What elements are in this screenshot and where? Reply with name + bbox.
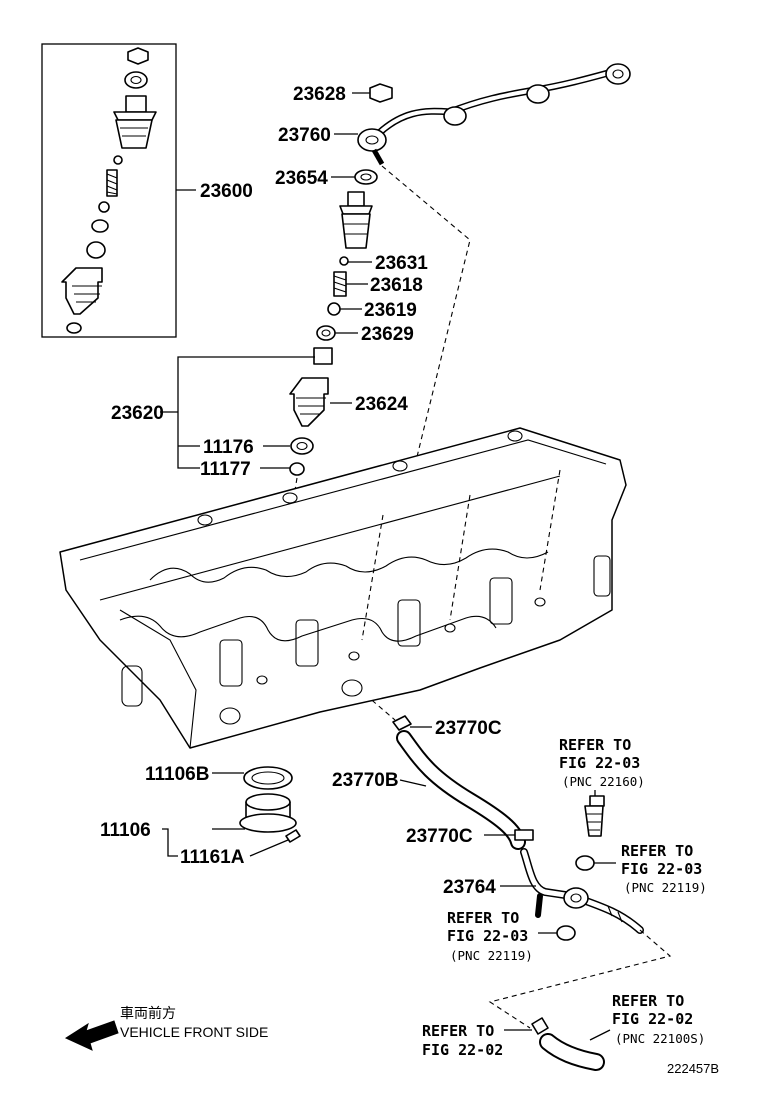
bottom-hose	[531, 1017, 605, 1071]
svg-text:REFER TO: REFER TO	[422, 1022, 494, 1040]
label-23770c-top: 23770C	[435, 718, 502, 739]
label-23619: 23619	[364, 300, 417, 321]
left-arrow-icon	[64, 1020, 119, 1051]
label-23618: 23618	[370, 275, 423, 296]
svg-text:REFER TO: REFER TO	[621, 842, 693, 860]
direction-english: VEHICLE FRONT SIDE	[120, 1024, 268, 1040]
label-23654: 23654	[275, 168, 328, 189]
reference-22-02-left: REFER TO FIG 22-02	[422, 1022, 503, 1059]
svg-text:(PNC 22160): (PNC 22160)	[562, 774, 645, 789]
return-pipe-23764	[500, 848, 644, 934]
gasket-right	[575, 855, 595, 871]
svg-text:REFER TO: REFER TO	[559, 736, 631, 754]
injector-exploded	[289, 191, 373, 476]
reference-22119-right: REFER TO FIG 22-03 (PNC 22119)	[621, 842, 707, 895]
diagram-code: 222457B	[667, 1061, 719, 1076]
injector-assembly-box	[41, 43, 177, 338]
label-23629: 23629	[361, 324, 414, 345]
leak-off-hose	[392, 715, 534, 850]
label-23764: 23764	[443, 877, 496, 898]
svg-text:(PNC 22119): (PNC 22119)	[450, 948, 533, 963]
svg-text:(PNC 22100S): (PNC 22100S)	[615, 1031, 705, 1046]
svg-text:FIG 22-02: FIG 22-02	[422, 1041, 503, 1059]
label-11161a: 11161A	[180, 847, 245, 868]
label-11106b: 11106B	[145, 764, 209, 785]
label-11177: 11177	[200, 459, 251, 480]
svg-text:FIG 22-03: FIG 22-03	[621, 860, 702, 878]
svg-text:FIG 22-03: FIG 22-03	[559, 754, 640, 772]
direction-japanese: 車両前方	[120, 1005, 176, 1021]
svg-text:FIG 22-02: FIG 22-02	[612, 1010, 693, 1028]
label-11106: 11106	[100, 820, 151, 841]
gasket-lower	[556, 925, 576, 941]
injection-pipe-23760	[357, 63, 631, 166]
reference-22100s: REFER TO FIG 22-02 (PNC 22100S)	[612, 992, 705, 1046]
reference-22119-lower: REFER TO FIG 22-03 (PNC 22119)	[447, 909, 533, 963]
label-23760: 23760	[278, 125, 331, 146]
label-23600: 23600	[200, 181, 253, 202]
label-23628: 23628	[293, 84, 346, 105]
plug-11106	[239, 766, 301, 843]
reference-22160: REFER TO FIG 22-03 (PNC 22160)	[559, 736, 645, 789]
label-23624: 23624	[355, 394, 408, 415]
nut-23628	[369, 83, 393, 103]
label-23770b: 23770B	[332, 770, 399, 791]
vehicle-front-indicator: 車両前方 VEHICLE FRONT SIDE	[64, 1005, 268, 1051]
cylinder-head	[59, 427, 627, 749]
union-bolt	[584, 795, 605, 837]
svg-text:(PNC 22119): (PNC 22119)	[624, 880, 707, 895]
label-23631: 23631	[375, 253, 428, 274]
label-23620: 23620	[111, 403, 164, 424]
label-23770c-low: 23770C	[406, 826, 473, 847]
svg-text:REFER TO: REFER TO	[447, 909, 519, 927]
label-11176: 11176	[203, 437, 254, 458]
washer-23654	[354, 169, 378, 185]
svg-text:REFER TO: REFER TO	[612, 992, 684, 1010]
svg-text:FIG 22-03: FIG 22-03	[447, 927, 528, 945]
